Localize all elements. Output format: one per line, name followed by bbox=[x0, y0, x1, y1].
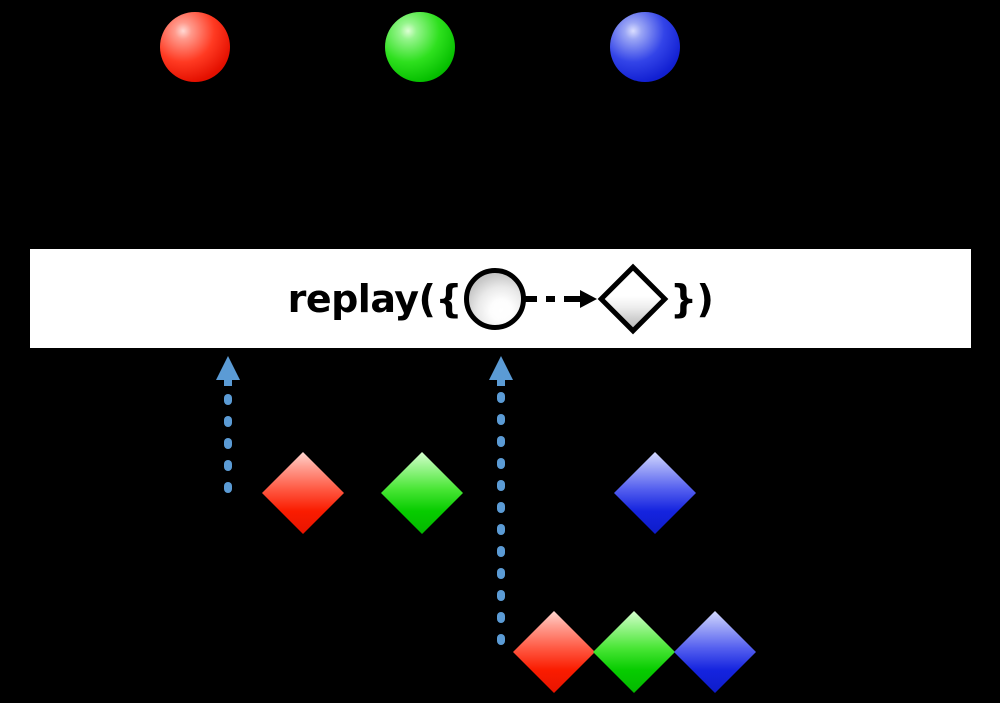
blue-diamond bbox=[613, 451, 697, 535]
red-diamond bbox=[261, 451, 345, 535]
red-sphere bbox=[160, 12, 230, 82]
replay-expression-suffix: }) bbox=[669, 276, 714, 321]
replay-operator-bar: replay({ }) bbox=[30, 249, 971, 348]
circle-marble-icon bbox=[463, 267, 526, 330]
replay-expression: replay({ }) bbox=[287, 263, 714, 334]
green-sphere bbox=[385, 12, 455, 82]
green-diamond bbox=[380, 451, 464, 535]
dashed-right-arrow-icon bbox=[523, 289, 602, 308]
diamond-marble-icon bbox=[597, 263, 669, 334]
blue-sphere bbox=[610, 12, 680, 82]
replay-expression-prefix: replay({ bbox=[287, 276, 463, 321]
red-diamond bbox=[512, 610, 596, 694]
replay-arrow-right bbox=[487, 356, 515, 661]
blue-diamond bbox=[673, 610, 757, 694]
green-diamond bbox=[592, 610, 676, 694]
replay-arrow-left bbox=[214, 356, 242, 504]
